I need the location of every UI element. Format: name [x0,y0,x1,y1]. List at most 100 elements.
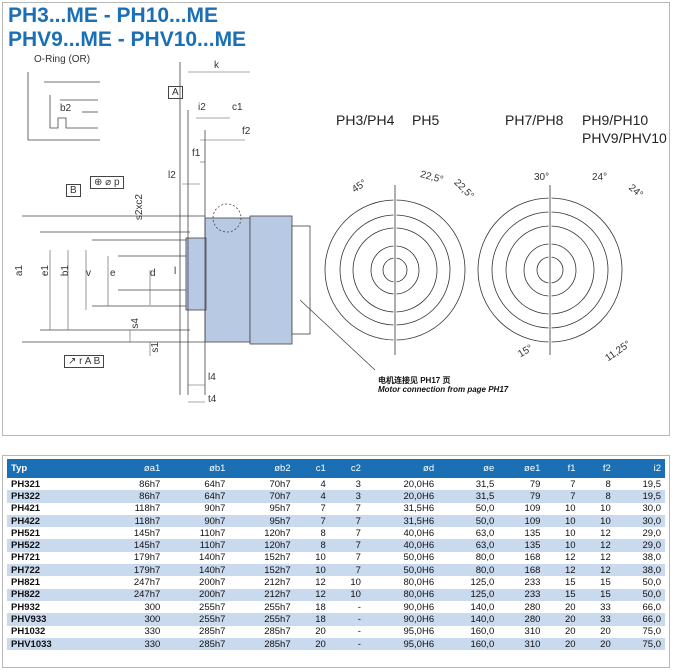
table-cell: 10 [565,527,576,539]
table-cell: 285h7 [264,638,291,650]
table-cell: 95,0H6 [403,626,435,638]
table-cell: 7 [355,527,361,539]
table-cell: 86h7 [139,490,161,502]
table-cell: 300 [144,613,161,625]
view-label-ph5: PH5 [412,112,440,128]
table-cell: 7 [570,478,576,490]
table-cell: 200h7 [199,577,226,589]
table-cell: 179h7 [133,564,161,576]
motor-connection-en: Motor connection from page PH17 [378,385,509,394]
table-cell: PH821 [11,577,41,589]
table-cell: 310 [524,638,541,650]
table-cell: PH1032 [11,626,46,638]
table-cell: 12 [315,589,326,601]
motor-connection-cn: 电机连接见 PH17 页 [378,376,451,385]
dim-k: k [214,60,219,71]
dim-i2: i2 [198,102,206,113]
table-cell: 18 [315,601,326,613]
datum-b: B [66,184,81,197]
table-cell: 247h7 [133,589,161,601]
table-cell: 212h7 [264,589,291,601]
table-cell: 7 [355,540,361,552]
table-cell: 70h7 [269,490,291,502]
table-cell: 8 [605,490,611,502]
table-cell: 125,0 [470,577,495,589]
table-cell: 40,0H6 [403,527,435,539]
dim-s1: s1 [150,342,161,353]
table-cell: 109 [524,515,541,527]
table-cell: 50,0H6 [403,564,435,576]
table-cell: PH822 [11,589,41,601]
dim-l4: l4 [208,372,216,383]
table-cell: 255h7 [199,613,226,625]
table-cell: 20 [565,613,576,625]
dim-a1: a1 [14,265,25,277]
table-cell: 330 [144,638,161,650]
dim-l: l [174,266,177,277]
table-cell: 255h7 [264,601,291,613]
table-cell: 135 [524,527,541,539]
table-cell: PH721 [11,552,41,564]
table-cell: 145h7 [133,527,161,539]
table-cell: - [357,613,361,625]
dim-b1: b1 [60,265,71,277]
table-cell: 280 [524,601,541,613]
table-cell: 20 [600,638,611,650]
dim-l2: l2 [168,170,176,181]
table-cell: 63,0 [475,527,495,539]
table-cell: 310 [524,626,541,638]
table-cell: 31,5 [475,490,495,502]
table-cell: 110h7 [199,540,226,552]
oring-detail [27,72,100,141]
column-header: øb2 [274,463,291,474]
table-cell: 300 [144,601,161,613]
flange-views [324,180,623,360]
table-cell: PH521 [11,527,41,539]
table-cell: 80,0 [475,552,495,564]
table-cell: - [357,601,361,613]
table-cell: 50,0H6 [403,552,435,564]
table-cell: 160,0 [470,638,495,650]
table-cell: 33 [600,601,611,613]
table-cell: 135 [524,540,541,552]
table-cell: 140,0 [470,601,495,613]
table-cell: 30,0 [642,503,662,515]
table-cell: 10 [565,515,576,527]
table-cell: 255h7 [199,601,226,613]
table-cell: 15 [565,589,576,601]
table-cell: 8 [320,527,326,539]
table-cell: 10 [350,589,361,601]
view-label-ph78: PH7/PH8 [505,112,564,128]
table-cell: 75,0 [642,626,662,638]
table-cell: 7 [355,552,361,564]
table-cell: 140h7 [199,564,226,576]
table-cell: 29,0 [642,527,662,539]
table-cell: 110h7 [199,527,226,539]
column-header: f2 [602,463,611,474]
table-cell: PHV1033 [11,638,52,650]
table-cell: 12 [600,564,611,576]
table-cell: PHV933 [11,613,47,625]
table-cell: 10 [565,503,576,515]
dim-e1: e1 [40,265,51,277]
table-cell: 12 [600,552,611,564]
table-cell: 31,5H6 [403,515,435,527]
table-cell: PH321 [11,478,41,490]
table-cell: 10 [315,564,326,576]
column-header: øe [483,463,495,474]
table-cell: 233 [524,589,541,601]
table-cell: 90h7 [204,515,226,527]
dim-c1: c1 [232,102,243,113]
table-cell: 10 [315,552,326,564]
column-header: i2 [653,463,661,474]
table-cell: 95h7 [269,503,291,515]
table-cell: 80,0H6 [403,589,435,601]
table-cell: 31,5H6 [403,503,435,515]
